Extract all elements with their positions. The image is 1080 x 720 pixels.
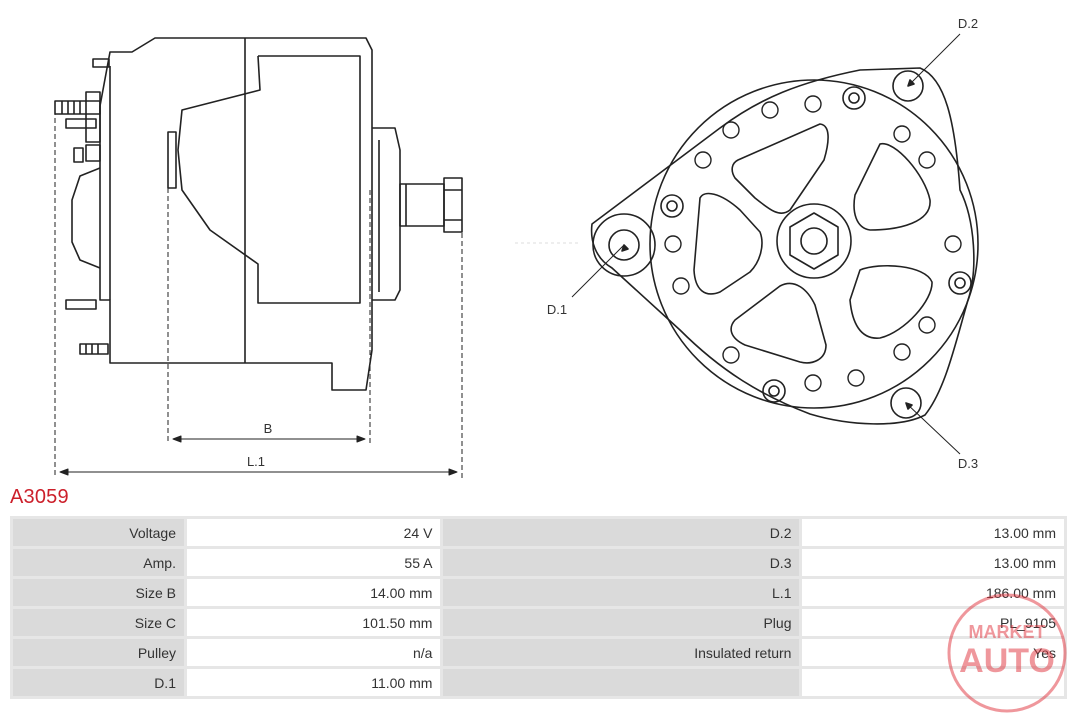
part-code-title: A3059 — [10, 486, 69, 508]
spec-label: Plug — [443, 609, 800, 636]
alternator-side-view — [54, 37, 463, 391]
spec-row: Amp. 55 A D.3 13.00 mm — [13, 549, 1064, 576]
spec-label — [443, 669, 800, 696]
spec-value: 13.00 mm — [802, 519, 1064, 546]
spec-label: L.1 — [443, 579, 800, 606]
dimension-label-d1: D.1 — [547, 302, 567, 317]
spec-label: Size C — [13, 609, 184, 636]
spec-row: Size C 101.50 mm Plug PL_9105 — [13, 609, 1064, 636]
spec-value — [802, 669, 1064, 696]
spec-value: n/a — [186, 639, 441, 666]
technical-drawing: B L.1 D.1 D.2 D.3 — [54, 16, 979, 478]
dimension-lines — [54, 110, 463, 478]
alternator-front-view — [515, 33, 979, 455]
spec-value: 101.50 mm — [186, 609, 441, 636]
spec-label: D.1 — [13, 669, 184, 696]
spec-value: 11.00 mm — [186, 669, 441, 696]
spec-value: 55 A — [186, 549, 441, 576]
spec-row: Voltage 24 V D.2 13.00 mm — [13, 519, 1064, 546]
spec-label: Size B — [13, 579, 184, 606]
spec-label: Insulated return — [443, 639, 800, 666]
specifications-table: Voltage 24 V D.2 13.00 mm Amp. 55 A D.3 … — [10, 516, 1067, 699]
spec-label: Pulley — [13, 639, 184, 666]
spec-label: Amp. — [13, 549, 184, 576]
spec-value: Yes — [802, 639, 1064, 666]
spec-label: Voltage — [13, 519, 184, 546]
spec-row: Size B 14.00 mm L.1 186.00 mm — [13, 579, 1064, 606]
dimension-label-l1: L.1 — [247, 454, 265, 469]
spec-value: 13.00 mm — [802, 549, 1064, 576]
spec-value: 186.00 mm — [802, 579, 1064, 606]
dimension-label-b: B — [264, 421, 273, 436]
spec-row: D.1 11.00 mm — [13, 669, 1064, 696]
dimension-label-d3: D.3 — [958, 456, 978, 471]
spec-value: 14.00 mm — [186, 579, 441, 606]
spec-row: Pulley n/a Insulated return Yes — [13, 639, 1064, 666]
dimension-label-d2: D.2 — [958, 16, 978, 31]
spec-label: D.3 — [443, 549, 800, 576]
spec-label: D.2 — [443, 519, 800, 546]
spec-value: PL_9105 — [802, 609, 1064, 636]
spec-value: 24 V — [186, 519, 441, 546]
